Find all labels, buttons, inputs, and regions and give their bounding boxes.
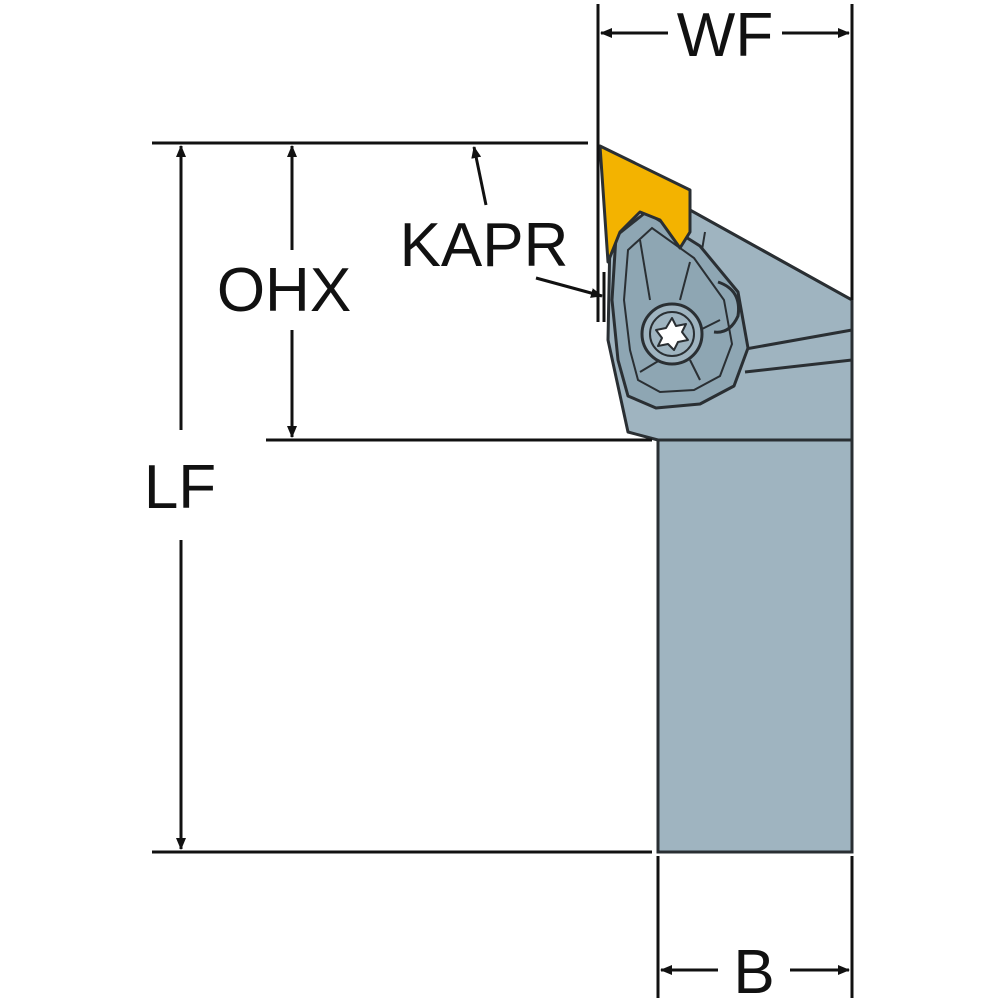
kapr-label: KAPR xyxy=(400,211,569,280)
lf-label: LF xyxy=(144,453,216,522)
head-clamp-ridge-lower xyxy=(744,358,853,374)
insert-pocket-inner xyxy=(622,226,734,394)
extension-lines xyxy=(152,4,854,998)
b-label: B xyxy=(733,938,774,1000)
tool-holder xyxy=(598,144,854,854)
wf-label: WF xyxy=(677,1,773,70)
dimension-labels: WF KAPR OHX LF B xyxy=(144,1,775,1000)
ohx-label: OHX xyxy=(217,256,351,325)
head-face-edge xyxy=(689,208,853,302)
kapr-arrow-side xyxy=(535,276,603,298)
cutting-insert xyxy=(598,144,692,264)
pocket-facet-1 xyxy=(639,239,651,301)
pocket-facet-2 xyxy=(679,261,691,301)
dimension-arrows xyxy=(176,28,850,975)
tool-shank xyxy=(656,438,854,854)
kapr-arrow-top xyxy=(471,146,488,206)
head-clamp-ridge xyxy=(739,328,853,352)
clamp-lever xyxy=(713,280,741,334)
pocket-facet-5 xyxy=(639,359,661,373)
pocket-facet-3 xyxy=(699,319,721,331)
torx-screw-icon xyxy=(640,302,704,366)
pocket-facet-4 xyxy=(689,359,701,381)
